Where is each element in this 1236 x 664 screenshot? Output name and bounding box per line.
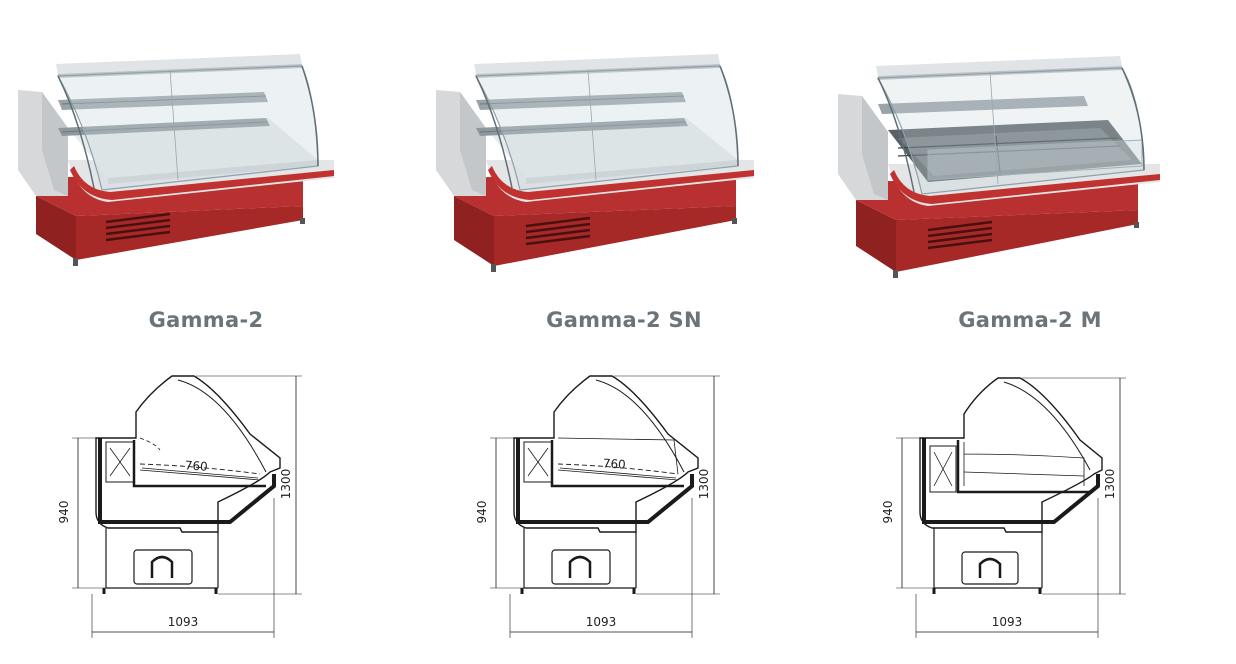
product-gamma-2-sn: Gamma-2 SN: [418, 0, 830, 664]
display-case-photo: [436, 54, 754, 272]
product-gamma-2-m: Gamma-2 M: [824, 0, 1236, 664]
display-case-photo: [838, 56, 1160, 278]
product-gamma-2: Gamma-2: [0, 0, 412, 664]
side-profile-drawing: 940 1300 1093: [881, 377, 1126, 638]
display-case-photo: [18, 54, 334, 266]
side-profile-drawing: 940 1300 1093 760: [57, 375, 302, 638]
counter-height-label: 940: [881, 501, 895, 524]
height-label: 1300: [279, 469, 293, 500]
side-profile-drawing: 940 1300 1093 760: [475, 375, 720, 638]
inner-depth-label: 760: [602, 456, 626, 472]
model-name: Gamma-2 SN: [546, 308, 702, 332]
model-name: Gamma-2: [148, 308, 264, 332]
inner-depth-label: 760: [184, 458, 208, 474]
counter-height-label: 940: [57, 501, 71, 524]
depth-label: 1093: [168, 615, 199, 629]
model-name: Gamma-2 M: [958, 308, 1102, 332]
height-label: 1300: [1103, 469, 1117, 500]
counter-height-label: 940: [475, 501, 489, 524]
depth-label: 1093: [586, 615, 617, 629]
depth-label: 1093: [992, 615, 1023, 629]
height-label: 1300: [697, 469, 711, 500]
